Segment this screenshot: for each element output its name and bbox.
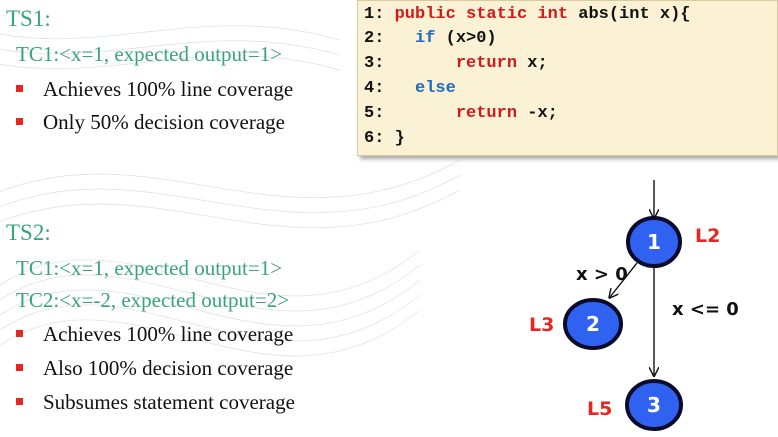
line-number: 5: — [364, 104, 385, 123]
node-1-line-label: L2 — [695, 225, 720, 247]
code-line-2: 2: if (x>0) — [364, 29, 497, 48]
ts2-bullet-2: Also 100% decision coverage — [16, 356, 293, 381]
bullet-square-icon — [16, 364, 23, 371]
code-keyword: return — [455, 54, 518, 73]
ts2-bullet-1: Achieves 100% line coverage — [16, 322, 293, 347]
line-number: 2: — [364, 29, 385, 48]
line-number: 1: — [364, 5, 385, 24]
bullet-square-icon — [16, 118, 23, 125]
bullet-square-icon — [16, 85, 23, 92]
ts1-bullet-1: Achieves 100% line coverage — [16, 77, 293, 102]
edge-1-to-2 — [610, 262, 638, 297]
node-3 — [625, 379, 683, 431]
node-1-label: 1 — [647, 230, 661, 254]
code-line-5: 5: return -x; — [364, 104, 558, 123]
bullet-square-icon — [16, 330, 23, 337]
code-keyword: else — [415, 79, 456, 98]
code-line-6: 6: } — [364, 129, 405, 148]
ts1-title: TS1: — [6, 6, 51, 31]
ts2-title: TS2: — [6, 220, 51, 245]
bullet-text: Achieves 100% line coverage — [43, 77, 294, 101]
bullet-text: Only 50% decision coverage — [43, 110, 286, 134]
node-2-line-label: L3 — [529, 314, 554, 336]
ts1-tc1: TC1:<x=1, expected output=1> — [16, 42, 283, 66]
code-keyword: return — [455, 104, 518, 123]
bullet-text: Subsumes statement coverage — [43, 390, 295, 414]
code-keyword: if — [415, 29, 436, 48]
bullet-text: Also 100% decision coverage — [43, 356, 294, 380]
code-text: (x>0) — [435, 29, 497, 48]
code-text: } — [384, 129, 405, 148]
ts2-tc2: TC2:<x=-2, expected output=2> — [16, 288, 290, 312]
code-text: -x; — [517, 104, 558, 123]
ts2-bullet-3: Subsumes statement coverage — [16, 390, 295, 415]
code-keyword: public static int — [394, 5, 569, 24]
line-number: 6: — [364, 129, 385, 148]
code-text: abs(int x){ — [568, 5, 691, 24]
edge-1-to-3-label: x <= 0 — [672, 299, 739, 320]
ts1-bullet-2: Only 50% decision coverage — [16, 110, 285, 135]
line-number: 4: — [364, 79, 385, 98]
ts2-tc1: TC1:<x=1, expected output=1> — [16, 256, 283, 280]
bullet-text: Achieves 100% line coverage — [43, 322, 294, 346]
node-2 — [563, 298, 623, 350]
code-listing: 1: public static int abs(int x){ 2: if (… — [357, 0, 778, 156]
code-line-1: 1: public static int abs(int x){ — [364, 5, 690, 24]
code-text: x; — [517, 54, 548, 73]
node-2-label: 2 — [586, 312, 600, 336]
node-1 — [626, 216, 682, 268]
bullet-square-icon — [16, 398, 23, 405]
line-number: 3: — [364, 54, 385, 73]
node-3-label: 3 — [647, 393, 661, 417]
code-line-4: 4: else — [364, 79, 456, 98]
edge-1-to-2-label: x > 0 — [576, 264, 628, 285]
control-flow-graph: 1 L2 2 L3 3 L5 x > 0 x <= 0 — [529, 180, 739, 431]
node-3-line-label: L5 — [587, 398, 612, 420]
code-line-3: 3: return x; — [364, 54, 548, 73]
